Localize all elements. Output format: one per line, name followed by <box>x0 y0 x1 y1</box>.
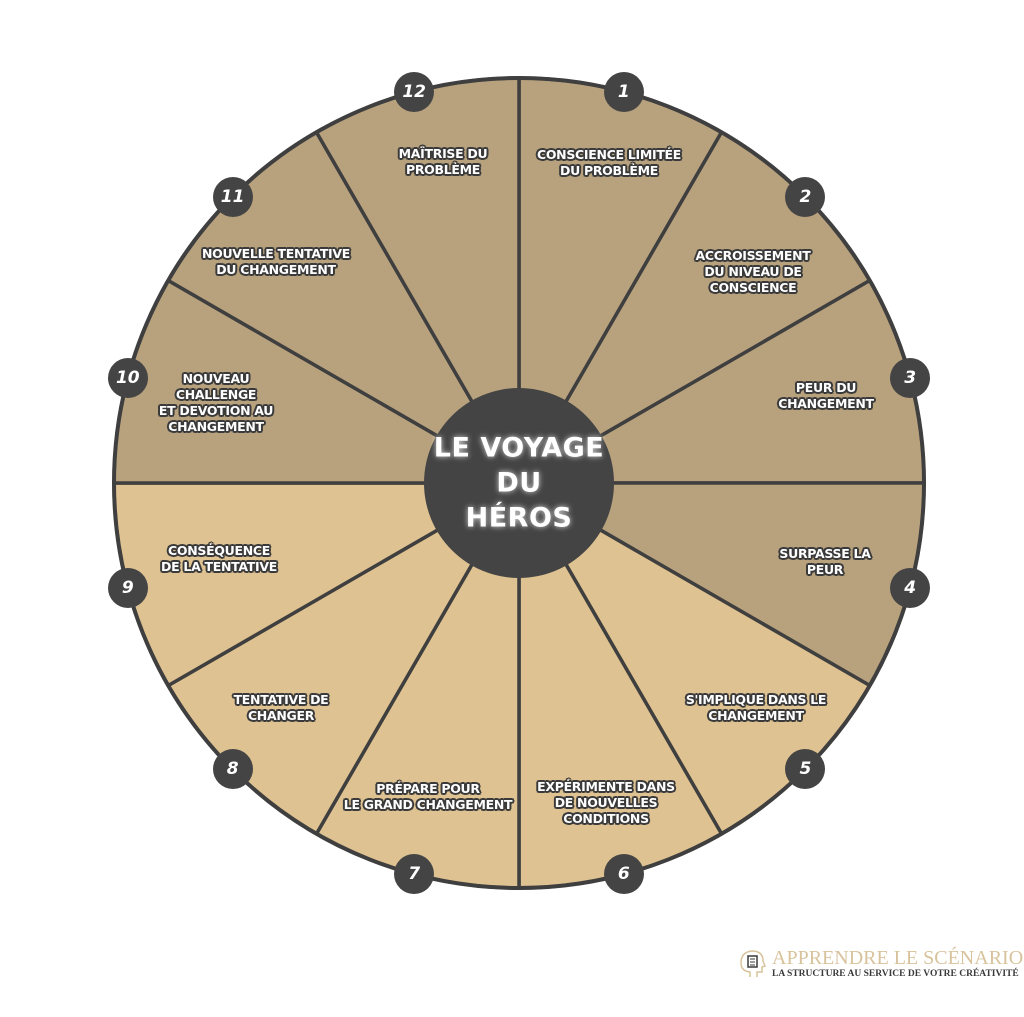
step-number-badge: 12 <box>394 71 435 112</box>
step-label: NOUVELLE TENTATIVE DU CHANGEMENT <box>201 246 351 277</box>
step-label: NOUVEAU CHALLENGE ET DEVOTION AU CHANGEM… <box>158 371 274 434</box>
head-scroll-icon <box>740 950 766 977</box>
step-label: PRÉPARE POUR LE GRAND CHANGEMENT <box>343 781 513 812</box>
step-label: MAÎTRISE DU PROBLÈME <box>398 146 488 177</box>
step-label: ACCROISSEMENT DU NIVEAU DE CONSCIENCE <box>695 248 811 295</box>
step-label: SURPASSE LA PEUR <box>779 546 871 577</box>
step-label: S'IMPLIQUE DANS LE CHANGEMENT <box>685 692 827 723</box>
center-title: LE VOYAGE DU HÉROS <box>433 432 605 534</box>
step-number-badge: 9 <box>107 567 148 608</box>
logo-subtitle: LA STRUCTURE AU SERVICE DE VOTRE CRÉATIV… <box>772 969 1019 979</box>
step-number-badge: 1 <box>603 71 644 112</box>
center-hub <box>424 388 614 578</box>
step-label: EXPÉRIMENTE DANS DE NOUVELLES CONDITIONS <box>537 779 675 826</box>
step-number-badge: 4 <box>890 567 931 608</box>
step-label: PEUR DU CHANGEMENT <box>778 380 874 411</box>
outer-ring <box>112 76 926 890</box>
step-number-badge: 6 <box>603 854 644 895</box>
step-number-badge: 10 <box>107 358 148 399</box>
step-number-badge: 5 <box>785 749 826 790</box>
logo-title: APPRENDRE LE SCÉNARIO <box>772 947 1024 969</box>
step-label: TENTATIVE DE CHANGER <box>233 692 329 723</box>
step-number-badge: 7 <box>394 854 435 895</box>
logo: APPRENDRE LE SCÉNARIO LA STRUCTURE AU SE… <box>738 948 1023 980</box>
step-label: CONSÉQUENCE DE LA TENTATIVE <box>161 543 277 574</box>
step-number-badge: 2 <box>785 176 826 217</box>
step-label: CONSCIENCE LIMITÉE DU PROBLÈME <box>536 147 682 178</box>
step-number-badge: 11 <box>212 176 253 217</box>
step-number-badge: 3 <box>890 358 931 399</box>
step-number-badge: 8 <box>212 749 253 790</box>
